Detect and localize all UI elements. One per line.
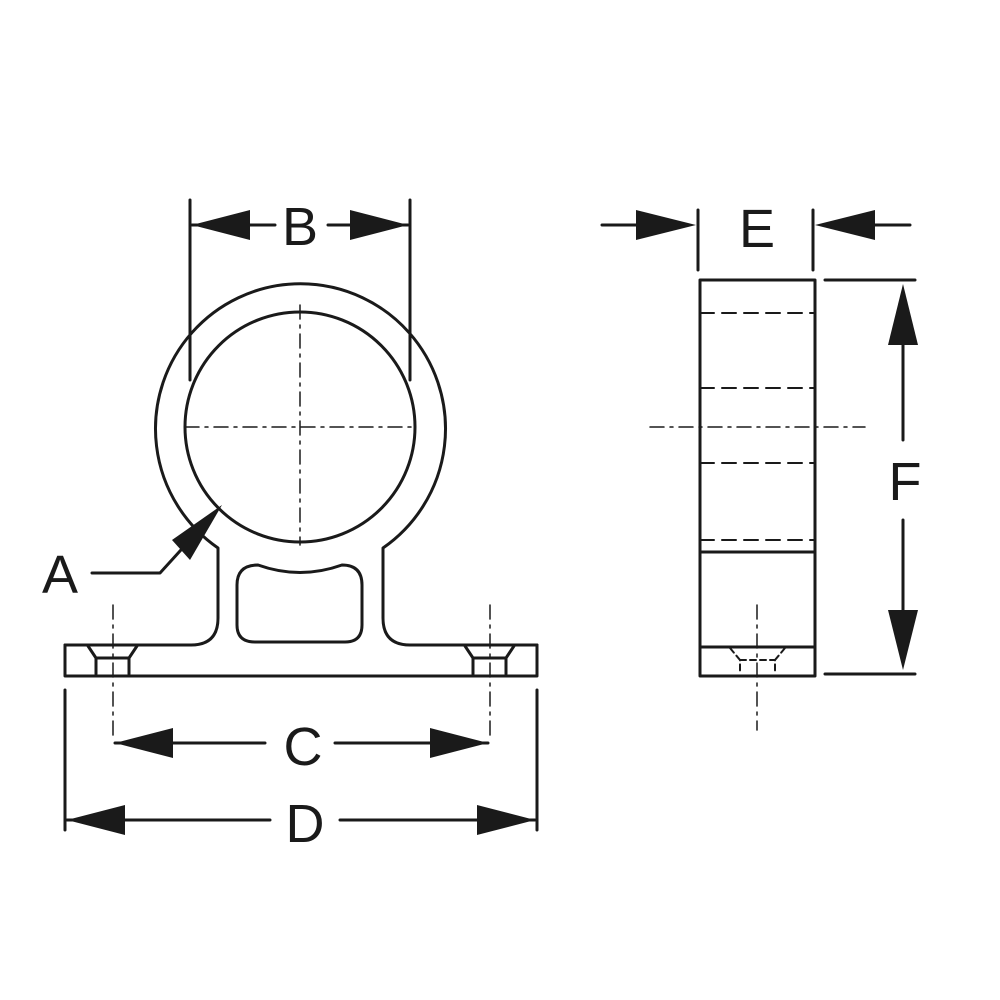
label-A: A [42, 545, 78, 605]
label-F: F [889, 452, 922, 512]
bracket-slot [235, 563, 364, 644]
front-view [63, 198, 539, 832]
arrowheads [67, 210, 918, 835]
label-C: C [284, 717, 323, 777]
side-view [600, 208, 917, 731]
right-hole [463, 644, 516, 676]
label-E: E [739, 199, 775, 259]
label-D: D [286, 794, 325, 854]
bracket-outline [63, 282, 539, 678]
label-B: B [282, 197, 318, 257]
left-hole [86, 644, 139, 676]
